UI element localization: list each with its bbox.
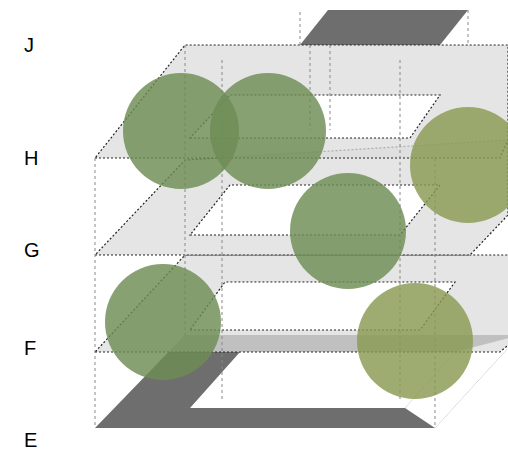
spheres — [105, 73, 508, 399]
level-label: G — [24, 240, 40, 260]
sphere — [210, 73, 326, 189]
sphere — [290, 173, 406, 289]
roof-slab — [300, 10, 468, 45]
sphere — [105, 264, 221, 380]
level-label: E — [24, 430, 37, 450]
level-label: J — [24, 35, 34, 55]
sphere — [410, 107, 508, 223]
level-label: F — [24, 338, 36, 358]
sphere — [357, 283, 473, 399]
level-label: H — [24, 148, 38, 168]
